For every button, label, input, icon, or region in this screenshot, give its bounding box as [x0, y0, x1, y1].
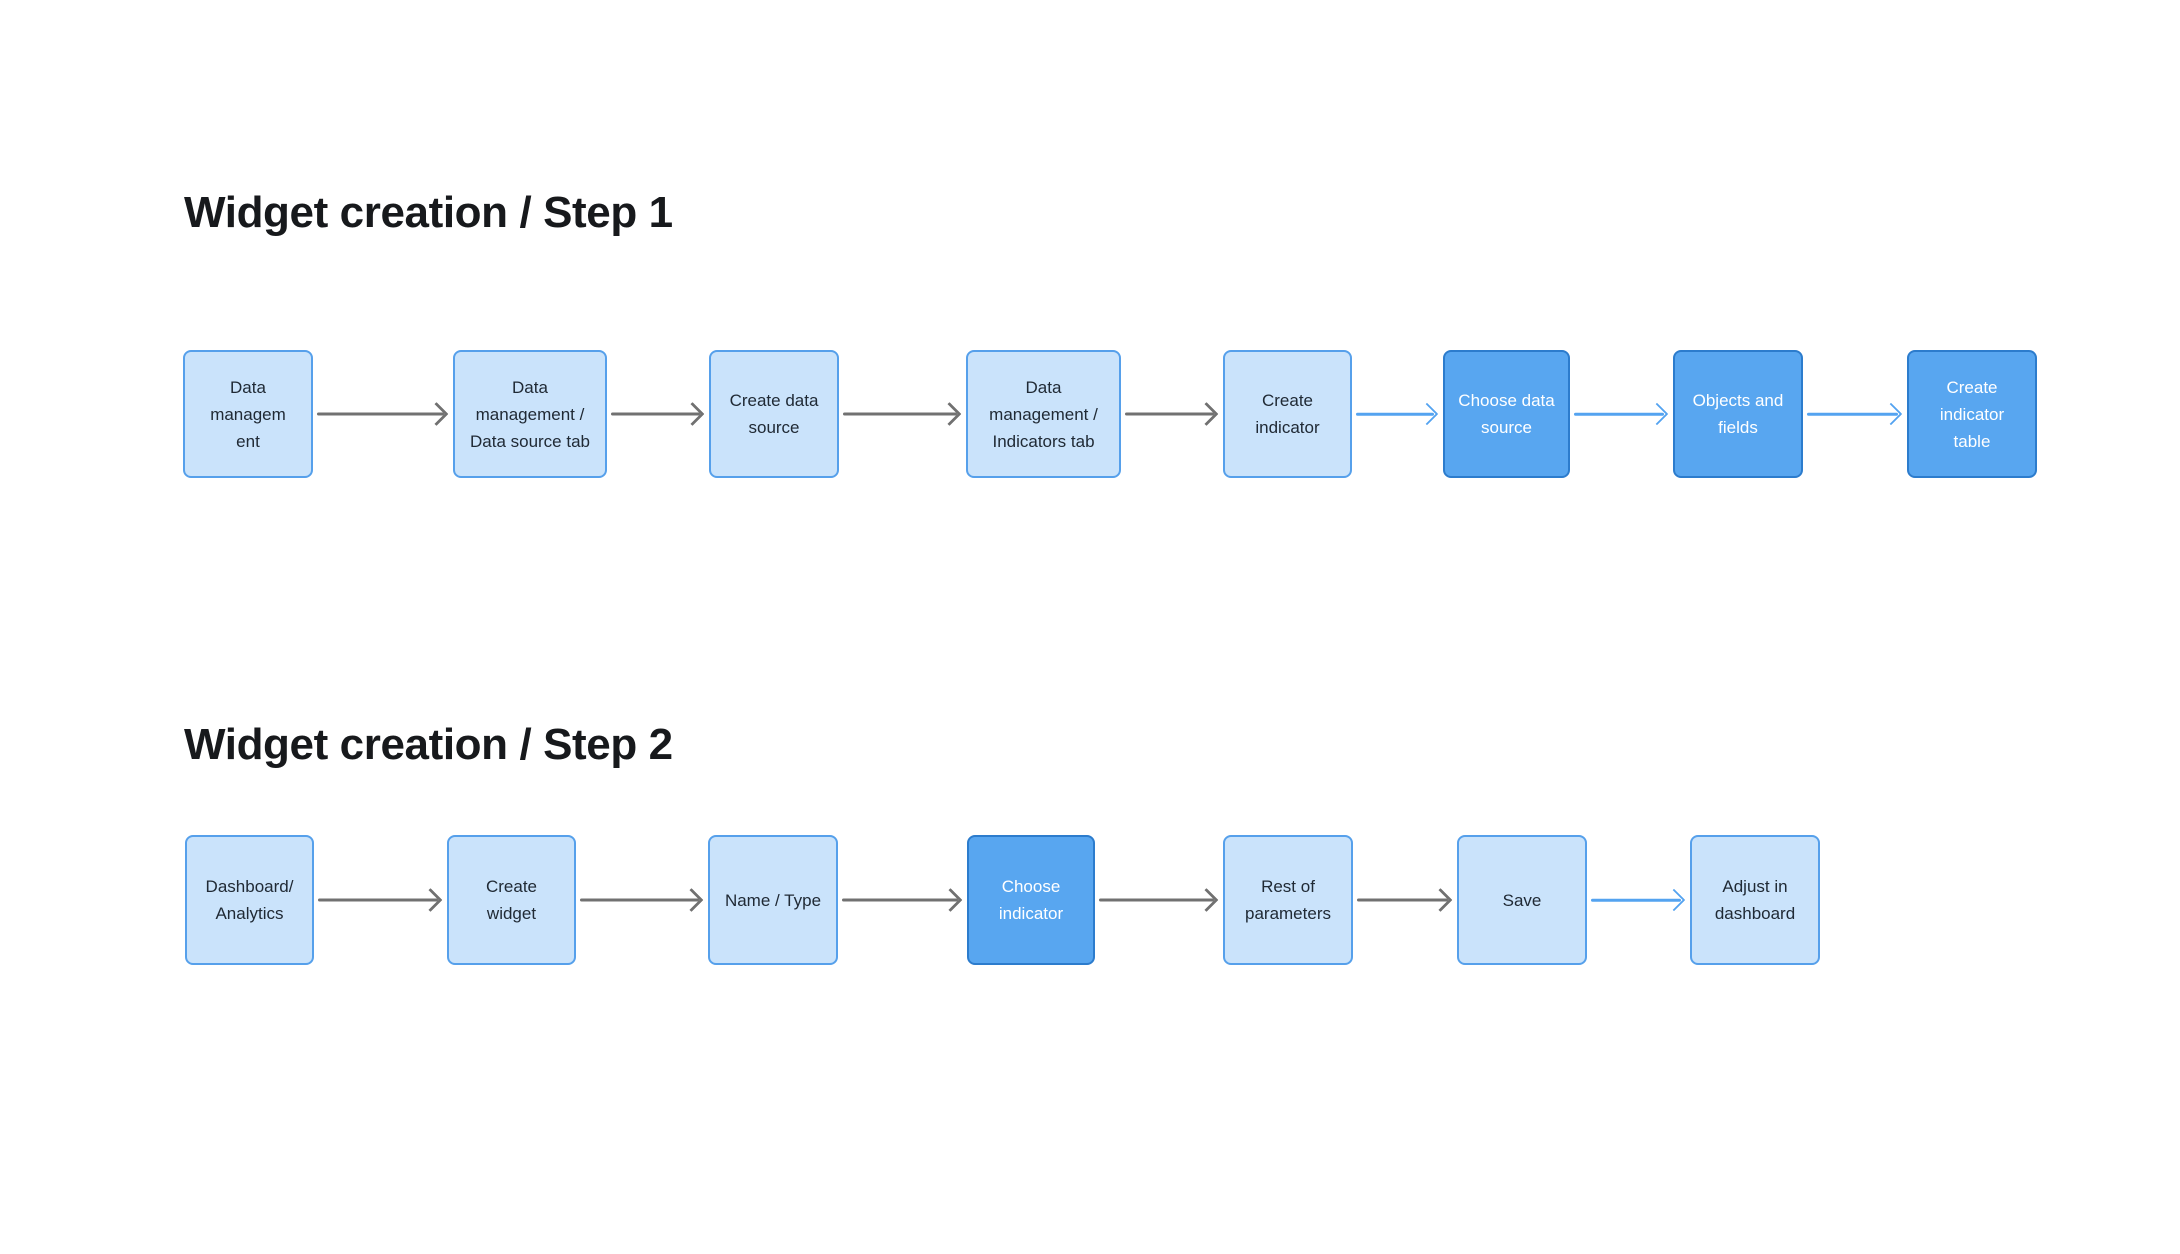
step1-arrow-5 — [1356, 402, 1439, 426]
node-label: Create indicator table — [1939, 377, 2005, 451]
step1-node-create-indicator-table: Create indicator table — [1907, 350, 2037, 478]
step2-node-save: Save — [1457, 835, 1587, 965]
arrow-line — [1591, 898, 1681, 902]
arrow-line — [318, 898, 438, 902]
arrow-line — [843, 412, 957, 416]
step2-arrow-3 — [842, 887, 963, 913]
step1-node-create-indicator: Create indicator — [1223, 350, 1352, 478]
arrow-line — [1125, 412, 1214, 416]
arrow-head-icon — [1428, 887, 1453, 913]
step2-arrow-1 — [318, 887, 443, 913]
step1-arrow-4 — [1125, 401, 1219, 427]
step1-node-objects-and-fields: Objects and fields — [1673, 350, 1803, 478]
step2-arrow-5 — [1357, 887, 1453, 913]
arrow-head-icon — [1194, 887, 1219, 913]
arrow-line — [580, 898, 699, 902]
arrow-head-icon — [424, 401, 449, 427]
step2-title: Widget creation / Step 2 — [184, 720, 673, 769]
step1-arrow-1 — [317, 401, 449, 427]
step1-arrow-7 — [1807, 402, 1903, 426]
arrow-head-icon — [1662, 888, 1686, 912]
node-label: Adjust in dashboard — [1714, 877, 1796, 923]
step2-arrow-6 — [1591, 888, 1686, 912]
node-label: Objects and fields — [1692, 391, 1784, 437]
step2-node-rest-of-parameters: Rest of parameters — [1223, 835, 1353, 965]
node-label: Dashboard/ Analytics — [205, 877, 294, 923]
arrow-head-icon — [418, 887, 443, 913]
node-label: Save — [1502, 890, 1542, 910]
step2-node-dashboard-analytics: Dashboard/ Analytics — [185, 835, 314, 965]
arrow-head-icon — [1194, 401, 1219, 427]
arrow-line — [317, 412, 444, 416]
arrow-head-icon — [937, 401, 962, 427]
step1-node-create-data-source: Create data source — [709, 350, 839, 478]
step1-arrow-6 — [1574, 402, 1669, 426]
arrow-head-icon — [1879, 402, 1903, 426]
arrow-line — [1099, 898, 1214, 902]
arrow-head-icon — [1415, 402, 1439, 426]
step1-node-indicators-tab: Data management / Indicators tab — [966, 350, 1121, 478]
arrow-line — [1807, 412, 1898, 416]
arrow-head-icon — [1645, 402, 1669, 426]
step1-title: Widget creation / Step 1 — [184, 188, 673, 237]
step2-node-name-type: Name / Type — [708, 835, 838, 965]
step2-node-adjust-in-dashboard: Adjust in dashboard — [1690, 835, 1820, 965]
node-label: Data management / Data source tab — [469, 377, 590, 451]
node-label: Rest of parameters — [1245, 877, 1331, 923]
step1-node-data-source-tab: Data management / Data source tab — [453, 350, 607, 478]
node-label: Create indicator — [1255, 391, 1320, 437]
arrow-head-icon — [679, 887, 704, 913]
step1-node-choose-data-source: Choose data source — [1443, 350, 1570, 478]
arrow-line — [611, 412, 700, 416]
step1-node-data-management: Data managem ent — [183, 350, 313, 478]
node-label: Data managem ent — [210, 377, 286, 451]
step2-arrow-2 — [580, 887, 704, 913]
step1-arrow-2 — [611, 401, 705, 427]
step2-arrow-4 — [1099, 887, 1219, 913]
node-label: Choose data source — [1458, 391, 1555, 437]
arrow-head-icon — [680, 401, 705, 427]
step2-node-choose-indicator: Choose indicator — [967, 835, 1095, 965]
arrow-line — [842, 898, 958, 902]
node-label: Create widget — [485, 877, 538, 923]
node-label: Create data source — [729, 391, 819, 437]
step2-node-create-widget: Create widget — [447, 835, 576, 965]
arrow-head-icon — [938, 887, 963, 913]
arrow-line — [1574, 412, 1664, 416]
node-label: Data management / Indicators tab — [989, 377, 1098, 451]
arrow-line — [1357, 898, 1448, 902]
arrow-line — [1356, 412, 1434, 416]
node-label: Name / Type — [724, 890, 822, 910]
step1-arrow-3 — [843, 401, 962, 427]
node-label: Choose indicator — [998, 877, 1064, 923]
